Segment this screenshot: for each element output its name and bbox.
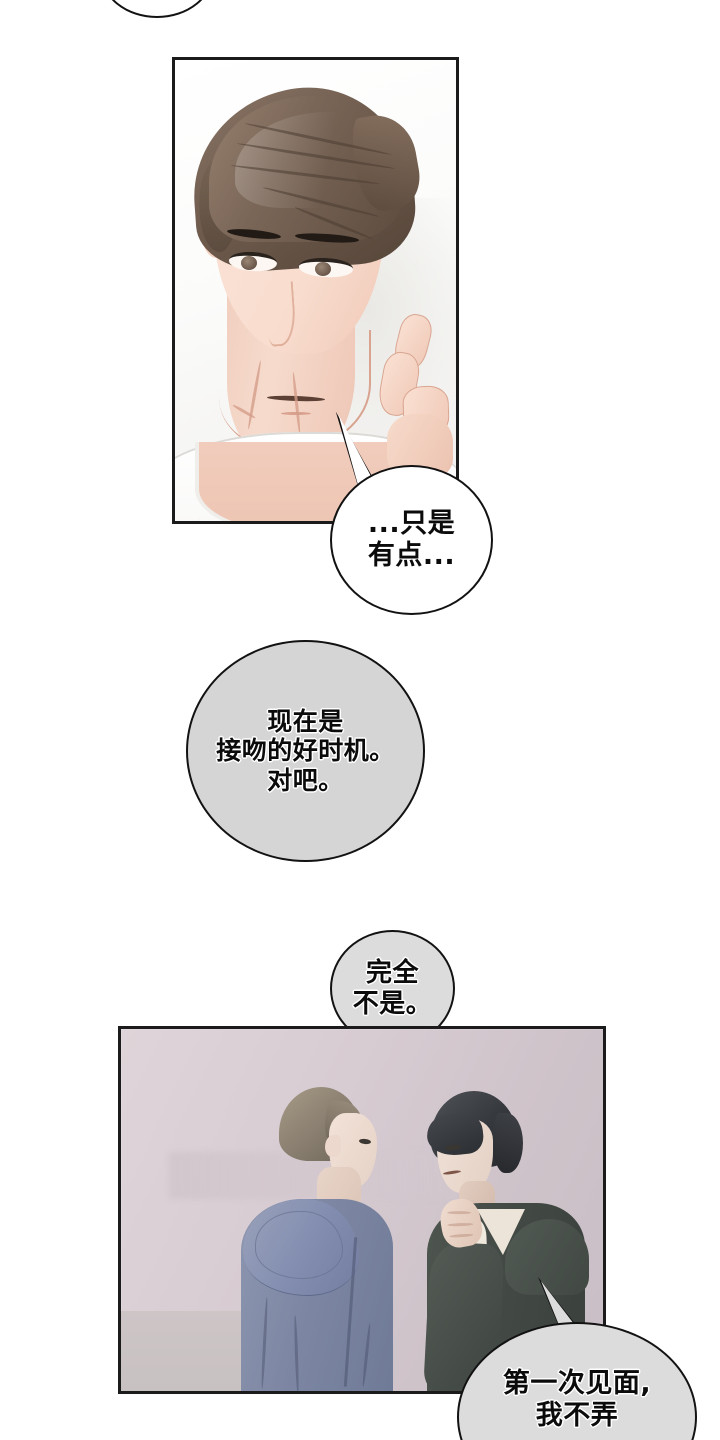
comic-panel-top — [172, 57, 459, 524]
character-left-ear — [325, 1135, 341, 1157]
finger-line — [449, 1233, 474, 1238]
comic-panel-bottom — [118, 1026, 606, 1394]
speech-bubble-partial-top — [100, 0, 214, 18]
character-right-shoulder — [505, 1219, 589, 1295]
finger-line — [447, 1211, 472, 1215]
character-left-hood-inner — [255, 1211, 343, 1279]
character-left-hoodie — [233, 1087, 403, 1391]
thought-bubble-good-time-to-kiss: 现在是 接吻的好时机。 对吧。 — [186, 640, 425, 862]
character-raised-hand — [375, 310, 455, 478]
character-iris-right — [315, 262, 331, 276]
character-right-hair-side — [493, 1113, 523, 1173]
speech-bubble-just-a-little: ...只是 有点... — [330, 465, 493, 615]
finger-line — [447, 1222, 474, 1227]
character-iris-left — [241, 256, 257, 270]
